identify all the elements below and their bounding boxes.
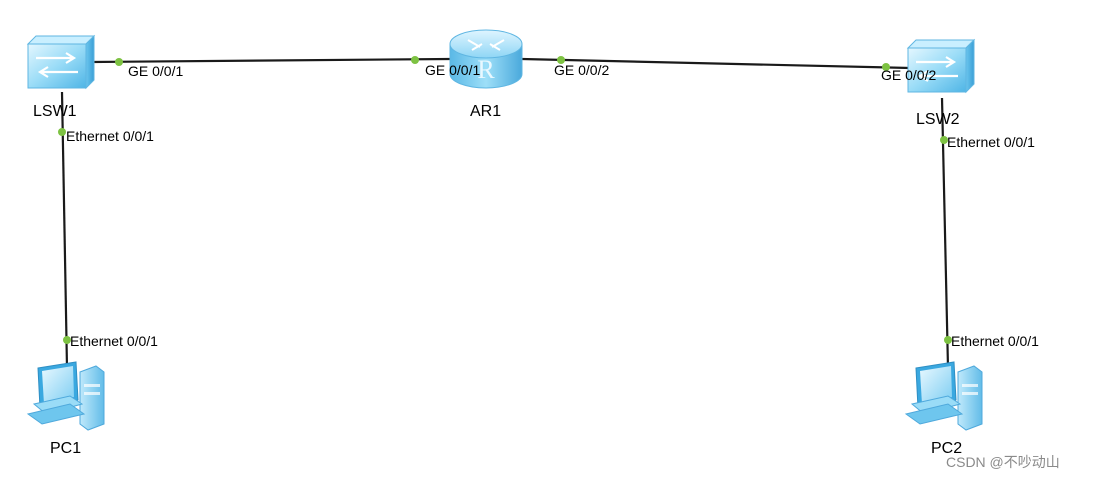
port-label-lsw1-ge: GE 0/0/1 [128, 63, 183, 79]
watermark: CSDN @不吵动山 [946, 454, 1060, 470]
port-dot-ar1-ge2 [557, 56, 565, 64]
link-ar1-lsw2[interactable] [521, 57, 911, 70]
port-label-lsw1-eth: Ethernet 0/0/1 [66, 128, 154, 144]
router-ar1[interactable]: R [449, 29, 523, 89]
port-dot-ar1-ge1 [411, 56, 419, 64]
switch-lsw2[interactable] [906, 38, 976, 94]
pc-pc2[interactable] [904, 361, 983, 431]
port-label-ar1-ge1: GE 0/0/1 [425, 62, 480, 78]
port-dot-lsw2-eth [940, 136, 948, 144]
port-dot-pc1-eth [63, 336, 71, 344]
port-label-pc1-eth: Ethernet 0/0/1 [70, 333, 158, 349]
port-dot-lsw1-eth [58, 128, 66, 136]
device-label-lsw1: LSW1 [33, 103, 77, 120]
device-label-pc2: PC2 [931, 440, 962, 457]
port-label-ar1-ge2: GE 0/0/2 [554, 62, 609, 78]
switch-icon [26, 34, 96, 90]
pc-pc1[interactable] [26, 361, 105, 431]
switch-icon [906, 38, 976, 94]
router-icon: R [449, 29, 523, 89]
device-label-pc1: PC1 [50, 440, 81, 457]
port-dot-lsw1-ge [115, 58, 123, 66]
port-dot-lsw2-ge [882, 63, 890, 71]
port-label-lsw2-eth: Ethernet 0/0/1 [947, 134, 1035, 150]
links [60, 57, 950, 369]
port-dots [58, 56, 952, 344]
link-lsw1-pc1[interactable] [60, 91, 69, 369]
pc-icon [904, 361, 983, 431]
router-glyph: R [477, 55, 495, 84]
port-label-lsw2-ge: GE 0/0/2 [881, 67, 936, 83]
link-lsw1-ar1[interactable] [91, 57, 451, 64]
port-labels: GE 0/0/1 GE 0/0/1 GE 0/0/2 GE 0/0/2 Ethe… [66, 62, 1039, 349]
device-labels: LSW1 AR1 LSW2 PC1 PC2 [33, 103, 962, 457]
device-label-lsw2: LSW2 [916, 111, 960, 128]
port-dot-pc2-eth [944, 336, 952, 344]
port-label-pc2-eth: Ethernet 0/0/1 [951, 333, 1039, 349]
device-label-ar1: AR1 [470, 103, 501, 120]
switch-lsw1[interactable] [26, 34, 96, 90]
pc-icon [26, 361, 105, 431]
